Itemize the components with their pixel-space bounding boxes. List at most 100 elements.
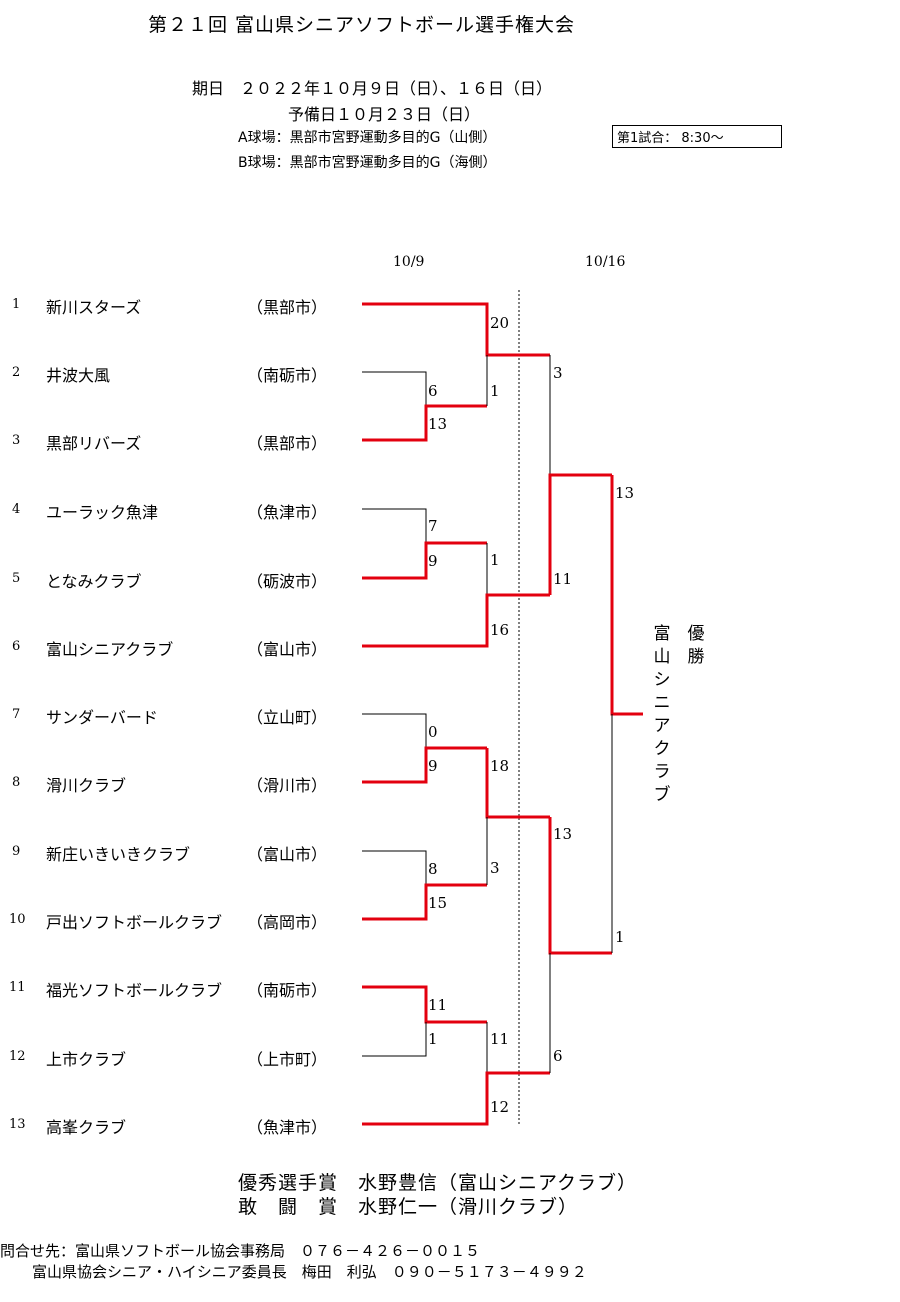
score-label: 7 [428,517,438,535]
score-label: 3 [490,859,500,877]
team-name: 滑川クラブ [46,776,127,795]
score-label: 3 [553,364,563,382]
score-label: 12 [490,1098,510,1116]
page-title: 第２１回 富山県シニアソフトボール選手権大会 [148,14,576,36]
award-fighting-spirit: 敢 闘 賞 水野仁一（滑川クラブ） [238,1196,579,1218]
champion-label-char: 勝 [687,647,705,667]
bracket-line-winner [362,404,487,442]
bracket-line-winner [610,475,643,716]
score-label: 20 [490,314,510,332]
schedule-reserve: 予備日１０月２３日（日） [288,105,481,124]
score-label: 1 [615,928,625,946]
score-label: 1 [490,551,500,569]
team-city: （富山市） [247,640,328,659]
team-name: 新川スターズ [46,298,142,317]
team-name: 富山シニアクラブ [46,640,174,659]
team-number: 10 [9,912,26,927]
bracket-line-winner [548,473,612,595]
score-label: 6 [553,1047,563,1065]
score-label: 13 [428,415,448,433]
team-city: （砺波市） [247,572,328,591]
team-number: 8 [12,775,21,790]
score-label: 18 [490,757,510,775]
award-mvp: 優秀選手賞 水野豊信（富山シニアクラブ） [238,1172,638,1194]
champion-char: ラ [653,762,671,782]
team-name: 黒部リバーズ [46,434,142,453]
score-label: 11 [428,996,448,1014]
team-name: 福光ソフトボールクラブ [46,981,223,1000]
champion-char: ブ [653,785,671,805]
team-city: （南砺市） [247,366,328,385]
team-name: ユーラック魚津 [46,503,159,522]
team-name: サンダーバード [46,708,158,727]
score-label: 15 [428,894,448,912]
score-label: 11 [490,1030,510,1048]
score-label: 13 [553,825,573,843]
champion-char: 富 [653,624,671,644]
score-label: 6 [428,382,438,400]
round-date-day1: 10/9 [393,254,425,270]
contact-line-1: 問合せ先：富山県ソフトボール協会事務局 ０７６－４２６－００１５ [0,1242,481,1260]
bracket-line-winner [362,1071,550,1126]
team-name: 井波大風 [46,366,111,385]
team-number: 1 [12,297,21,312]
score-label: 13 [615,484,635,502]
team-number: 2 [12,365,21,380]
team-city: （高岡市） [247,913,328,932]
score-label: 1 [490,382,500,400]
team-city: （魚津市） [247,503,328,522]
team-number: 6 [12,639,21,654]
team-city: （黒部市） [247,298,328,317]
contact-line-2: 富山県協会シニア・ハイシニア委員長 梅田 利弘 ０９０－５１７３－４９９２ [32,1263,587,1281]
team-number: 5 [12,571,21,586]
score-label: 1 [428,1030,438,1048]
champion-char: ク [653,739,671,759]
bracket-line-winner [362,883,487,921]
team-number: 11 [9,980,26,995]
champion-char: ニ [653,693,671,713]
bracket-line-winner [362,541,487,580]
bracket-line-loser [362,713,427,748]
score-label: 8 [428,860,438,878]
bracket-line-loser [362,508,427,543]
team-number: 12 [9,1049,26,1064]
team-number: 4 [12,502,21,517]
team-city: （魚津市） [247,1118,328,1137]
score-label: 0 [428,723,438,741]
schedule-dates: 期日 ２０２２年１０月９日（日）、１６日（日） [192,79,553,98]
score-label: 9 [428,757,438,775]
team-city: （立山町） [247,708,328,727]
venue-b: B球場：黒部市宮野運動多目的G（海側） [238,155,497,171]
team-city: （上市町） [247,1050,328,1069]
bracket-line-winner [362,746,487,784]
venue-a: A球場：黒部市宮野運動多目的G（山側） [238,130,497,146]
bracket-line-winner [362,302,550,357]
team-city: （滑川市） [247,776,328,795]
team-name: となみクラブ [46,572,142,591]
team-city: （黒部市） [247,434,328,453]
champion-char: ア [653,716,671,736]
champion-char: シ [653,670,671,690]
team-number: 7 [12,707,21,722]
score-label: 16 [490,621,510,639]
score-label: 11 [553,570,573,588]
team-number: 13 [9,1117,26,1132]
team-city: （南砺市） [247,981,328,1000]
bracket-line-loser [362,371,427,406]
team-name: 新庄いきいきクラブ [46,845,191,864]
team-name: 上市クラブ [46,1050,127,1069]
bracket-line-loser [362,850,427,885]
bracket-line-loser [362,1022,427,1057]
round-date-day2: 10/16 [585,254,626,270]
bracket-line-winner [362,593,550,648]
team-number: 9 [12,844,21,859]
champion-label: 優 勝 [686,623,706,669]
champion-team-name: 富 山 シ ニ ア ク ラ ブ [652,623,672,807]
bracket-line-winner [362,985,487,1024]
champion-char: 山 [653,647,671,667]
team-name: 戸出ソフトボールクラブ [46,913,223,932]
team-number: 3 [12,433,21,448]
first-match-time: 第1試合： 8:30～ [612,125,782,148]
champion-label-char: 優 [687,624,705,644]
